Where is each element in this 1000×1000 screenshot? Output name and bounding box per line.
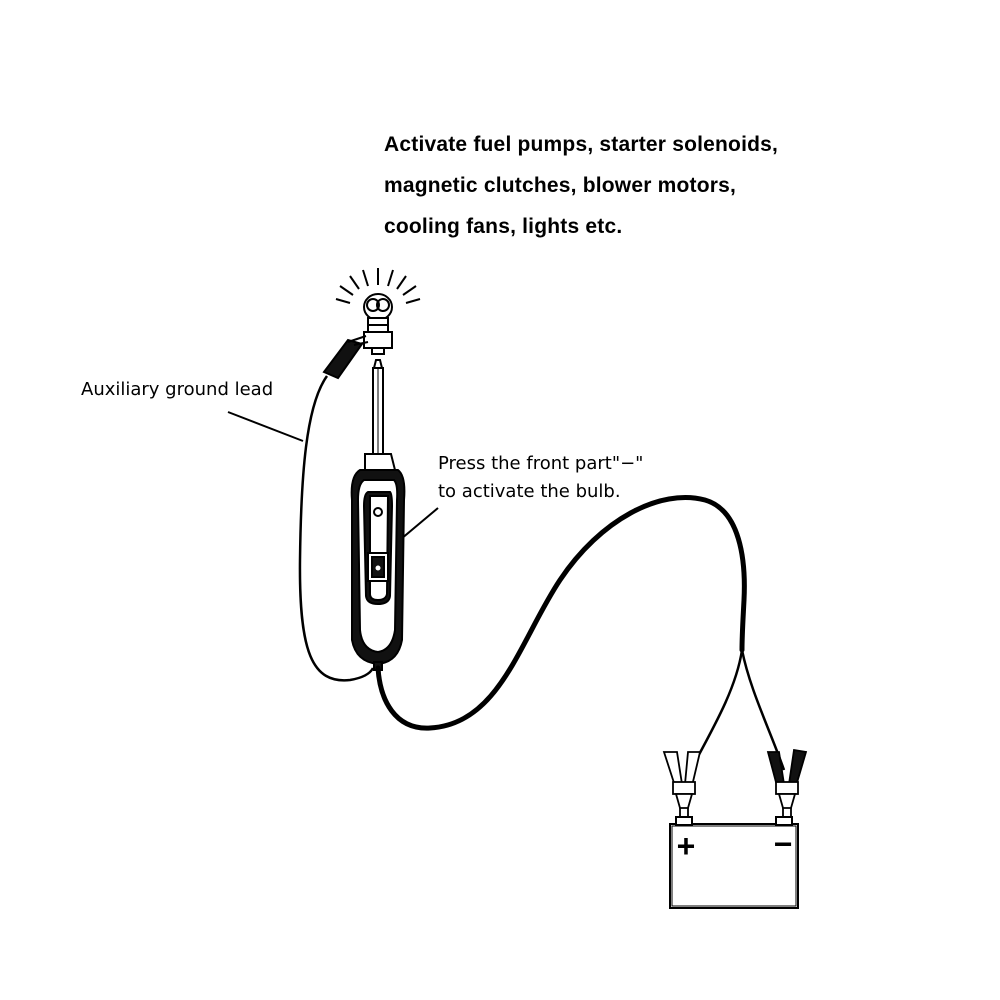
- light-bulb-icon: [335, 268, 421, 355]
- positive-alligator-clip-icon: [662, 751, 702, 824]
- probe-needle: [372, 359, 384, 455]
- heading-line-2: magnetic clutches, blower motors,: [384, 174, 737, 197]
- circuit-tester-probe: [350, 453, 406, 671]
- press-instruction-line-1: Press the front part"−": [438, 453, 644, 474]
- press-instruction-line-2: to activate the bulb.: [438, 481, 621, 502]
- negative-alligator-clip-icon: [766, 748, 808, 824]
- diagram-heading: Activate fuel pumps, starter solenoids, …: [384, 124, 984, 247]
- power-cable: [375, 495, 747, 731]
- heading-line-3: cooling fans, lights etc.: [384, 215, 623, 238]
- ground-lead-clip: [322, 335, 369, 380]
- bulb-rays: [335, 268, 421, 304]
- ground-lead-label: Auxiliary ground lead: [81, 379, 274, 400]
- negative-terminal-symbol: −: [774, 826, 793, 862]
- positive-terminal-symbol: +: [677, 828, 696, 864]
- heading-line-1: Activate fuel pumps, starter solenoids,: [384, 133, 779, 156]
- ground-lead-leader-line: [227, 411, 304, 442]
- ground-lead-wire: [298, 375, 375, 682]
- battery-icon: [669, 816, 799, 909]
